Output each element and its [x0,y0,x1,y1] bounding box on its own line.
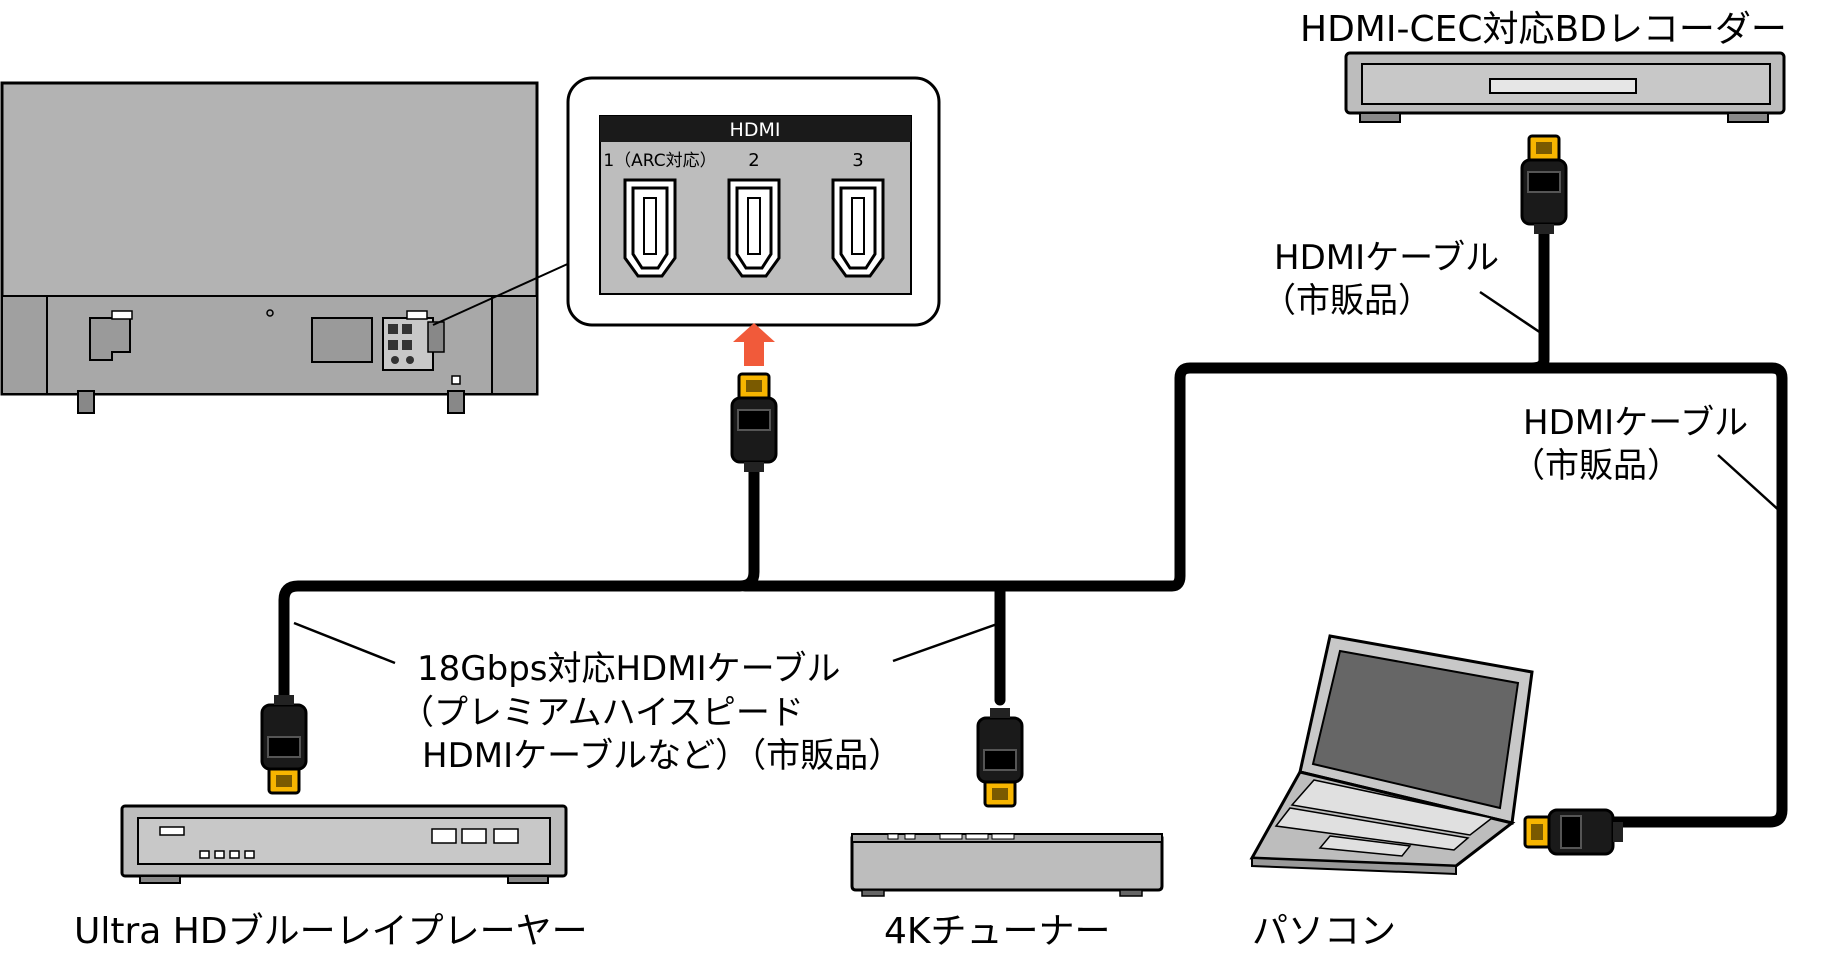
bd-recorder-icon [1344,51,1786,123]
insert-arrow-icon [733,323,775,366]
premium-cable-label-line1: 18Gbps対応HDMIケーブル [417,649,841,689]
hdmi-port-2-icon [727,178,781,278]
recorder-cable-label-line2: （市販品） [1262,281,1432,321]
pc-laptop-icon [1249,634,1534,876]
tuner-4k-icon [850,833,1164,897]
tv-rear-view [0,81,584,414]
hdmi-port-1-icon [623,178,677,278]
pc-hdmi-plug-icon [1523,808,1625,856]
premium-cable-label-line2: （プレミアムハイスピード [400,693,804,733]
hdmi-panel-title: HDMI [730,119,781,141]
cable-network [278,224,1788,828]
bd-recorder-label: HDMI-CEC対応BDレコーダー [1300,9,1787,50]
tuner-hdmi-plug-icon [976,706,1024,808]
hdmi-port-2-label: 2 [748,150,759,171]
leader-lines [293,290,1783,665]
recorder-hdmi-plug-icon [1520,134,1568,236]
pc-cable-label-line1: HDMIケーブル [1523,403,1749,443]
uhd-player-label: Ultra HDブルーレイプレーヤー [74,911,588,952]
uhd-player-icon [120,804,568,884]
tuner-4k-label: 4Kチューナー [884,911,1111,952]
premium-cable-label-line3: HDMIケーブルなど）（市販品） [422,736,903,776]
hdmi-callout [566,76,941,327]
hdmi-port-1-label: 1（ARC対応） [603,151,716,171]
pc-label: パソコン [1252,911,1397,952]
pc-cable-label-line2: （市販品） [1511,446,1681,486]
tv-hdmi-plug-icon [730,372,778,474]
hdmi-port-3-label: 3 [852,150,863,171]
recorder-cable-label-line1: HDMIケーブル [1274,238,1500,278]
hdmi-port-3-icon [831,178,885,278]
uhd-player-hdmi-plug-icon [260,693,308,795]
